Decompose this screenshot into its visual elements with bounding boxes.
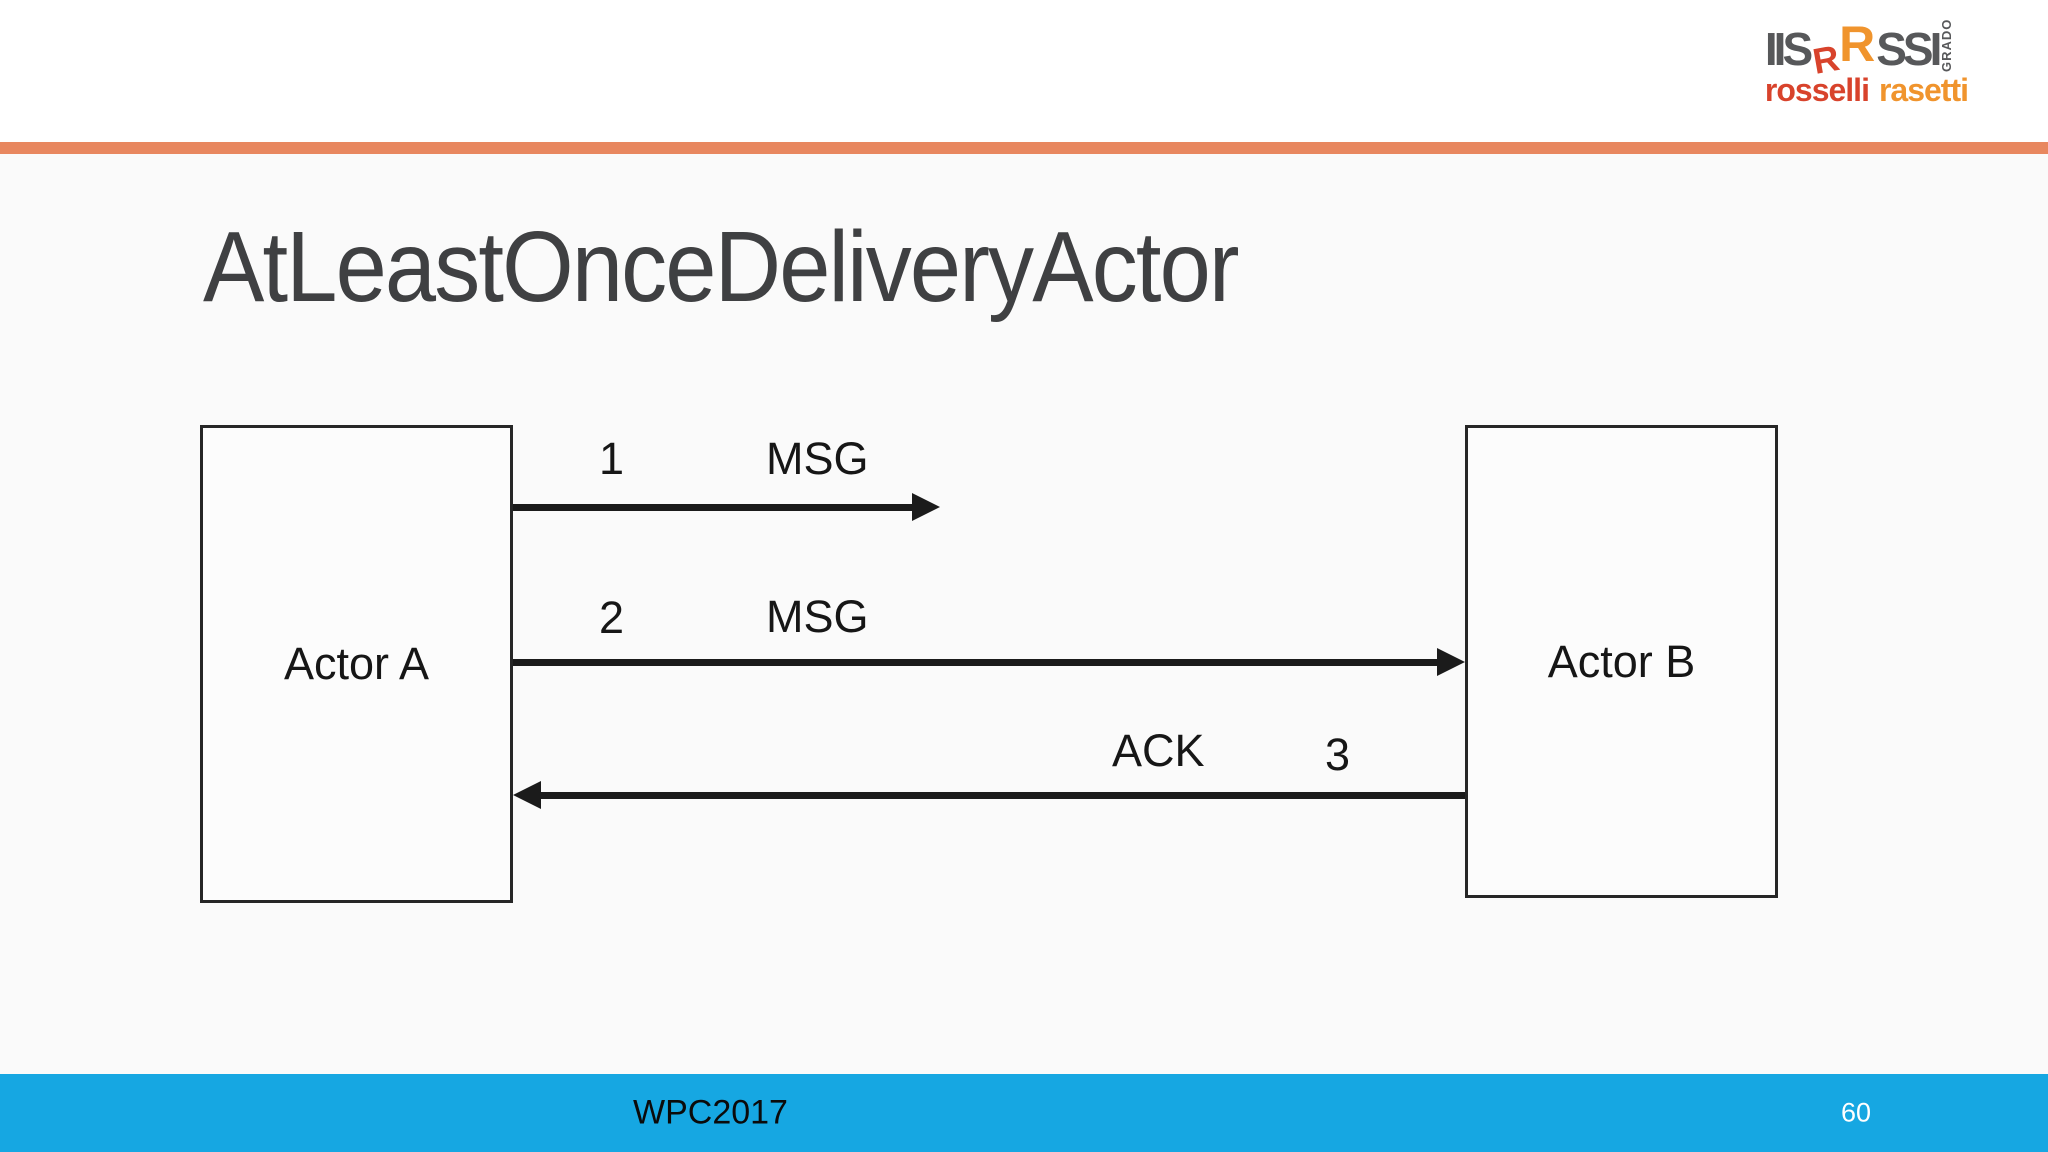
accent-divider-line xyxy=(0,142,2048,154)
message-1-type-label: MSG xyxy=(766,433,869,484)
message-2-arrow xyxy=(513,648,1465,676)
ack-arrow-shaft xyxy=(533,791,1465,799)
actor-b-box: Actor B xyxy=(1465,425,1778,898)
logo-letter-r-orange: R xyxy=(1839,16,1876,72)
arrowhead-right-icon xyxy=(1437,648,1465,676)
slide-title: AtLeastOnceDeliveryActor xyxy=(203,211,1240,323)
logo-iis-text: IIS xyxy=(1764,23,1813,75)
page-number: 60 xyxy=(1841,1097,1872,1128)
actor-b-label: Actor B xyxy=(1547,635,1696,687)
message-1-seq-label: 1 xyxy=(599,433,625,484)
header-band: IIS R R SSI GRADO rosselli rasetti xyxy=(0,0,2048,142)
arrowhead-right-icon xyxy=(912,493,940,521)
footer-event-label: WPC2017 xyxy=(633,1093,788,1132)
message-1-arrow xyxy=(513,493,940,521)
school-logo-name: rosselli rasetti xyxy=(1764,72,1969,108)
footer-bar: WPC2017 60 xyxy=(0,1074,2048,1152)
logo-ssi-text: SSI xyxy=(1876,23,1942,75)
ack-arrow xyxy=(513,781,1465,809)
arrowhead-left-icon xyxy=(513,781,541,809)
actor-a-label: Actor A xyxy=(283,638,430,689)
logo-rosselli-text: rosselli xyxy=(1764,72,1870,108)
message-2-seq-label: 2 xyxy=(599,592,625,643)
logo-grado-vertical-text: GRADO xyxy=(1939,18,1955,72)
message-1-arrow-shaft xyxy=(513,503,920,511)
logo-rasetti-text: rasetti xyxy=(1878,72,1969,108)
logo-letter-r-red: R xyxy=(1809,36,1843,82)
message-2-type-label: MSG xyxy=(766,591,869,642)
ack-seq-label: 3 xyxy=(1325,729,1351,780)
message-2-arrow-shaft xyxy=(513,658,1445,666)
school-logo-acronym: IIS R R SSI GRADO xyxy=(1764,14,1955,82)
school-logo: IIS R R SSI GRADO rosselli rasetti xyxy=(1764,14,1969,108)
ack-type-label: ACK xyxy=(1112,725,1205,776)
actor-a-box: Actor A xyxy=(200,425,513,903)
